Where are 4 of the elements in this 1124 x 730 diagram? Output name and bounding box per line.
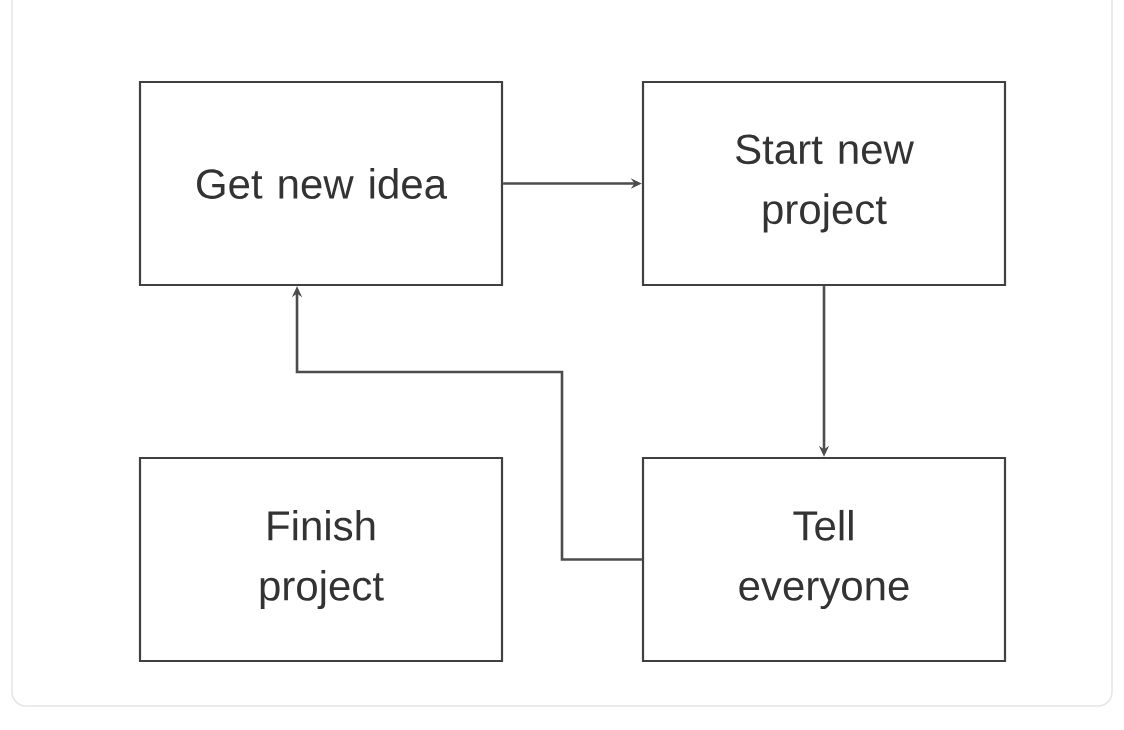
process-box: Start new project	[641, 80, 1007, 287]
process-box: Tell everyone	[641, 456, 1007, 663]
process-box: Get new idea	[138, 80, 504, 287]
process-box: Finish project	[138, 456, 504, 663]
